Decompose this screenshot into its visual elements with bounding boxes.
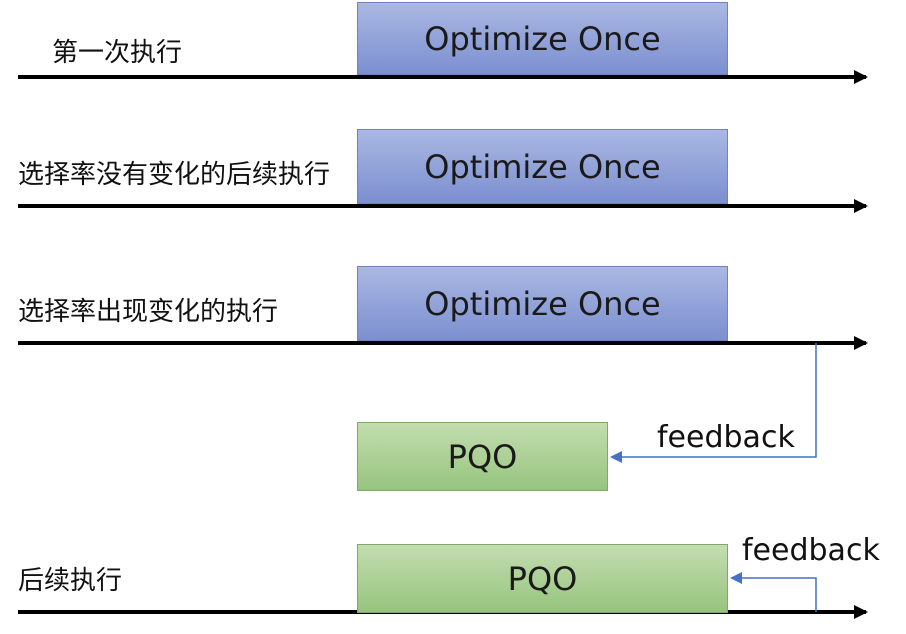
row-label-first-execution: 第一次执行 xyxy=(52,38,183,68)
row-label-unchanged-selectivity: 选择率没有变化的后续执行 xyxy=(18,160,331,190)
feedback-connector-2 xyxy=(730,572,817,612)
row-label-changed-selectivity: 选择率出现变化的执行 xyxy=(18,297,279,327)
feedback-label-2: feedback xyxy=(742,533,880,568)
row-label-subsequent-execution: 后续执行 xyxy=(18,566,123,596)
pqo-box-bottom: PQO xyxy=(357,544,728,613)
optimize-once-box-2: Optimize Once xyxy=(357,129,728,204)
feedback-connector-1 xyxy=(610,343,817,463)
optimize-once-box-3: Optimize Once xyxy=(357,266,728,341)
optimize-once-box-1: Optimize Once xyxy=(357,2,728,75)
feedback-label-1: feedback xyxy=(657,420,795,455)
pqo-box-middle: PQO xyxy=(357,422,608,491)
